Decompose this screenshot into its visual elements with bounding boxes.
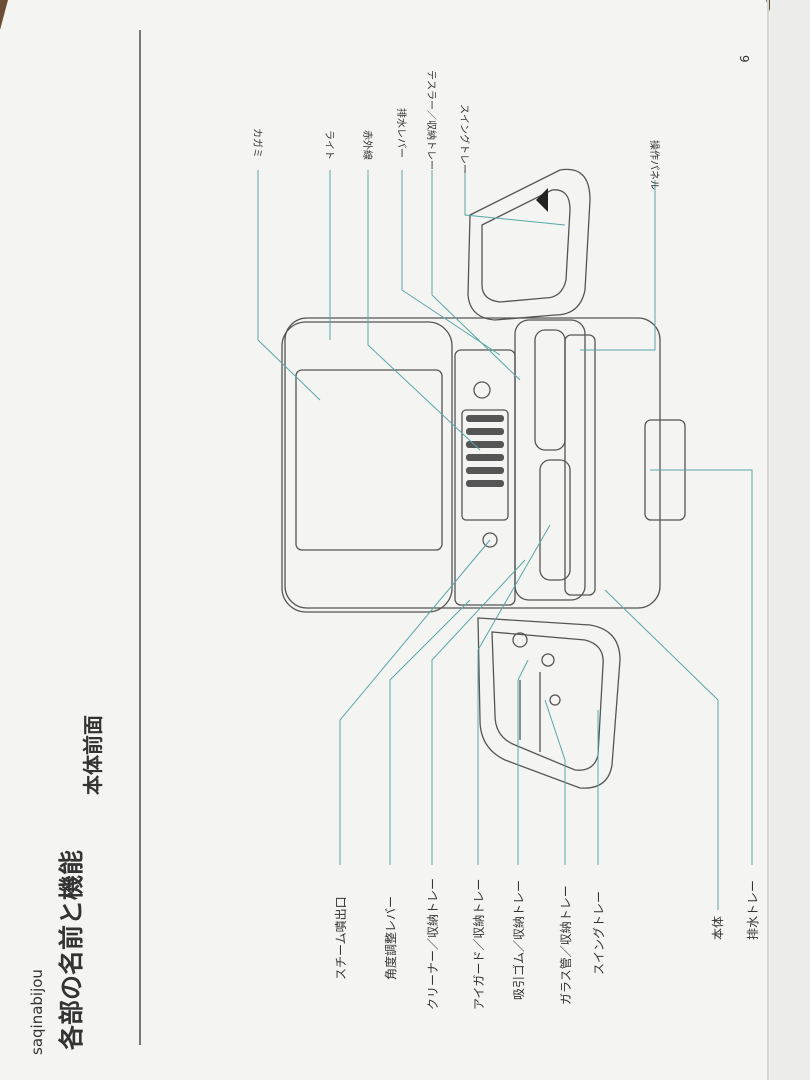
label-tester-tray: テスラー／収納トレー [425, 70, 438, 170]
label-suction-rubber-tray: 吸引ゴム／収納トレー [511, 880, 526, 1000]
label-drain-lever: 排水レバー [395, 108, 408, 158]
mirror-glass [295, 369, 443, 551]
label-glass-tube-tray: ガラス管／収納トレー [558, 885, 573, 1005]
page-title: 各部の名前と機能 [57, 850, 86, 1051]
brand-label: saqinabijou [28, 969, 46, 1055]
page-number: 9 [737, 55, 751, 63]
label-eyeguard-tray: アイガード／収納トレー [472, 879, 486, 1010]
label-swing-tray-left: スイングトレー [592, 891, 606, 975]
label-swing-tray-right: スイングトレー [458, 104, 471, 174]
label-angle-lever: 角度調整レバー [383, 896, 398, 980]
label-cleaner-tray: クリーナー／収納トレー [426, 878, 440, 1010]
control-panel-strip [564, 334, 596, 596]
label-steam-outlet: スチーム噴出口 [334, 896, 348, 980]
steam-nozzle [473, 381, 491, 399]
device-diagram [281, 168, 686, 789]
label-light: ライト [323, 130, 335, 160]
device-body [284, 317, 661, 609]
swing-tray-bottom [477, 617, 621, 789]
swing-tray-top [467, 168, 591, 321]
mirror-lid [281, 321, 453, 613]
label-body: 本体 [711, 916, 725, 940]
leader-lines [257, 170, 753, 910]
label-mirror: カガミ [251, 128, 263, 158]
rotated-text-layer: saqinabijou 各部の名前と機能 本体前面 9 カガミ ライト 赤外線 … [28, 55, 760, 1055]
page-subtitle: 本体前面 [81, 715, 105, 795]
label-drain-tray: 排水トレー [746, 880, 760, 940]
vent-slats [466, 415, 504, 487]
label-control-panel: 操作パネル [648, 140, 661, 190]
label-infrared: 赤外線 [361, 130, 374, 160]
triangle-mark-icon [536, 188, 548, 212]
